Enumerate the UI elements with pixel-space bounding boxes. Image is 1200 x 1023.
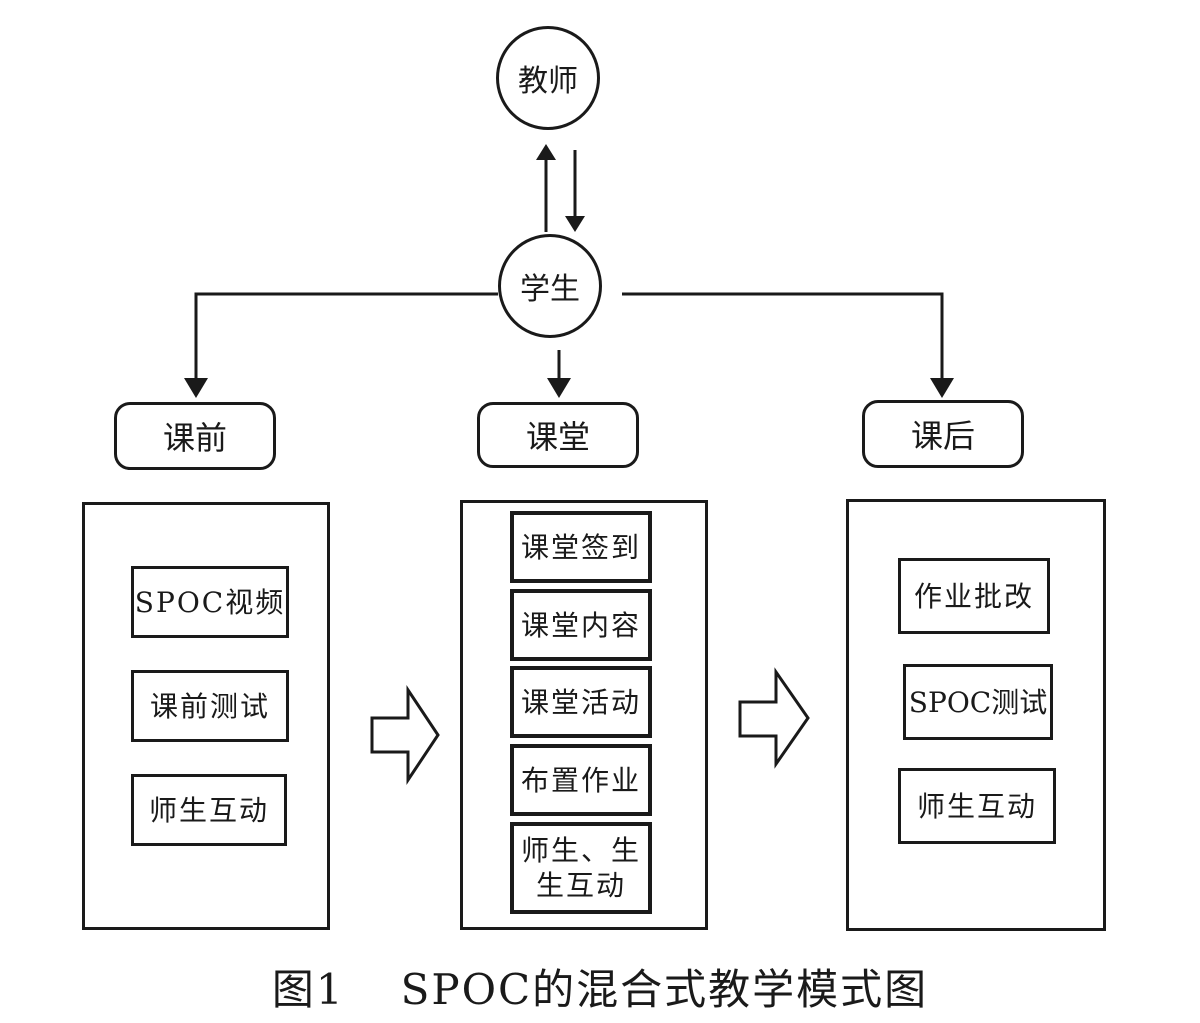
during-item: 课堂活动 — [510, 666, 652, 738]
phase-during: 课堂 — [477, 402, 639, 468]
arrow-student-to-before — [194, 292, 498, 384]
figure-caption: 图1 SPOC的混合式教学模式图 — [0, 956, 1200, 1017]
before-item: SPOC视频 — [131, 566, 289, 638]
during-item: 课堂签到 — [510, 511, 652, 583]
during-item-label: 师生、生 生互动 — [520, 834, 641, 902]
phase-after: 课后 — [862, 400, 1024, 468]
student-node: 学生 — [498, 234, 602, 338]
teacher-node: 教师 — [496, 26, 600, 130]
teacher-label: 教师 — [518, 64, 578, 99]
during-item-label: 课堂活动 — [520, 685, 641, 719]
before-item: 师生互动 — [131, 774, 287, 846]
flow-arrow-before-to-during — [370, 685, 440, 785]
during-item-label: 布置作业 — [520, 763, 641, 797]
after-item-label: 师生互动 — [916, 789, 1037, 823]
after-item: SPOC测试 — [903, 664, 1053, 740]
after-item: 作业批改 — [898, 558, 1050, 634]
figure-number: 图1 — [271, 965, 345, 1014]
arrowhead-before — [184, 378, 208, 398]
student-label: 学生 — [520, 272, 580, 307]
phase-before-label: 课前 — [162, 419, 227, 457]
phase-during-label: 课堂 — [525, 418, 590, 456]
after-item-label: SPOC测试 — [908, 685, 1048, 719]
before-item-label: 师生互动 — [148, 793, 269, 827]
before-item-label: 课前测试 — [149, 689, 270, 723]
during-item: 师生、生 生互动 — [510, 822, 652, 914]
during-item: 课堂内容 — [510, 589, 652, 661]
before-item-label: SPOC视频 — [134, 585, 286, 619]
before-item: 课前测试 — [131, 670, 289, 742]
during-item: 布置作业 — [510, 744, 652, 816]
flow-arrow-during-to-after — [738, 667, 810, 769]
figure-title: SPOC的混合式教学模式图 — [400, 965, 929, 1014]
during-item-label: 课堂内容 — [520, 608, 641, 642]
arrow-student-to-after — [622, 292, 944, 384]
arrowhead-after — [930, 378, 954, 398]
after-item: 师生互动 — [898, 768, 1056, 844]
arrowhead-down — [565, 216, 585, 232]
phase-after-label: 课后 — [910, 417, 975, 455]
phase-before: 课前 — [114, 402, 276, 470]
during-item-label: 课堂签到 — [520, 530, 641, 564]
arrowhead-during — [547, 378, 571, 398]
arrowhead-up — [536, 144, 556, 160]
after-item-label: 作业批改 — [913, 579, 1034, 613]
